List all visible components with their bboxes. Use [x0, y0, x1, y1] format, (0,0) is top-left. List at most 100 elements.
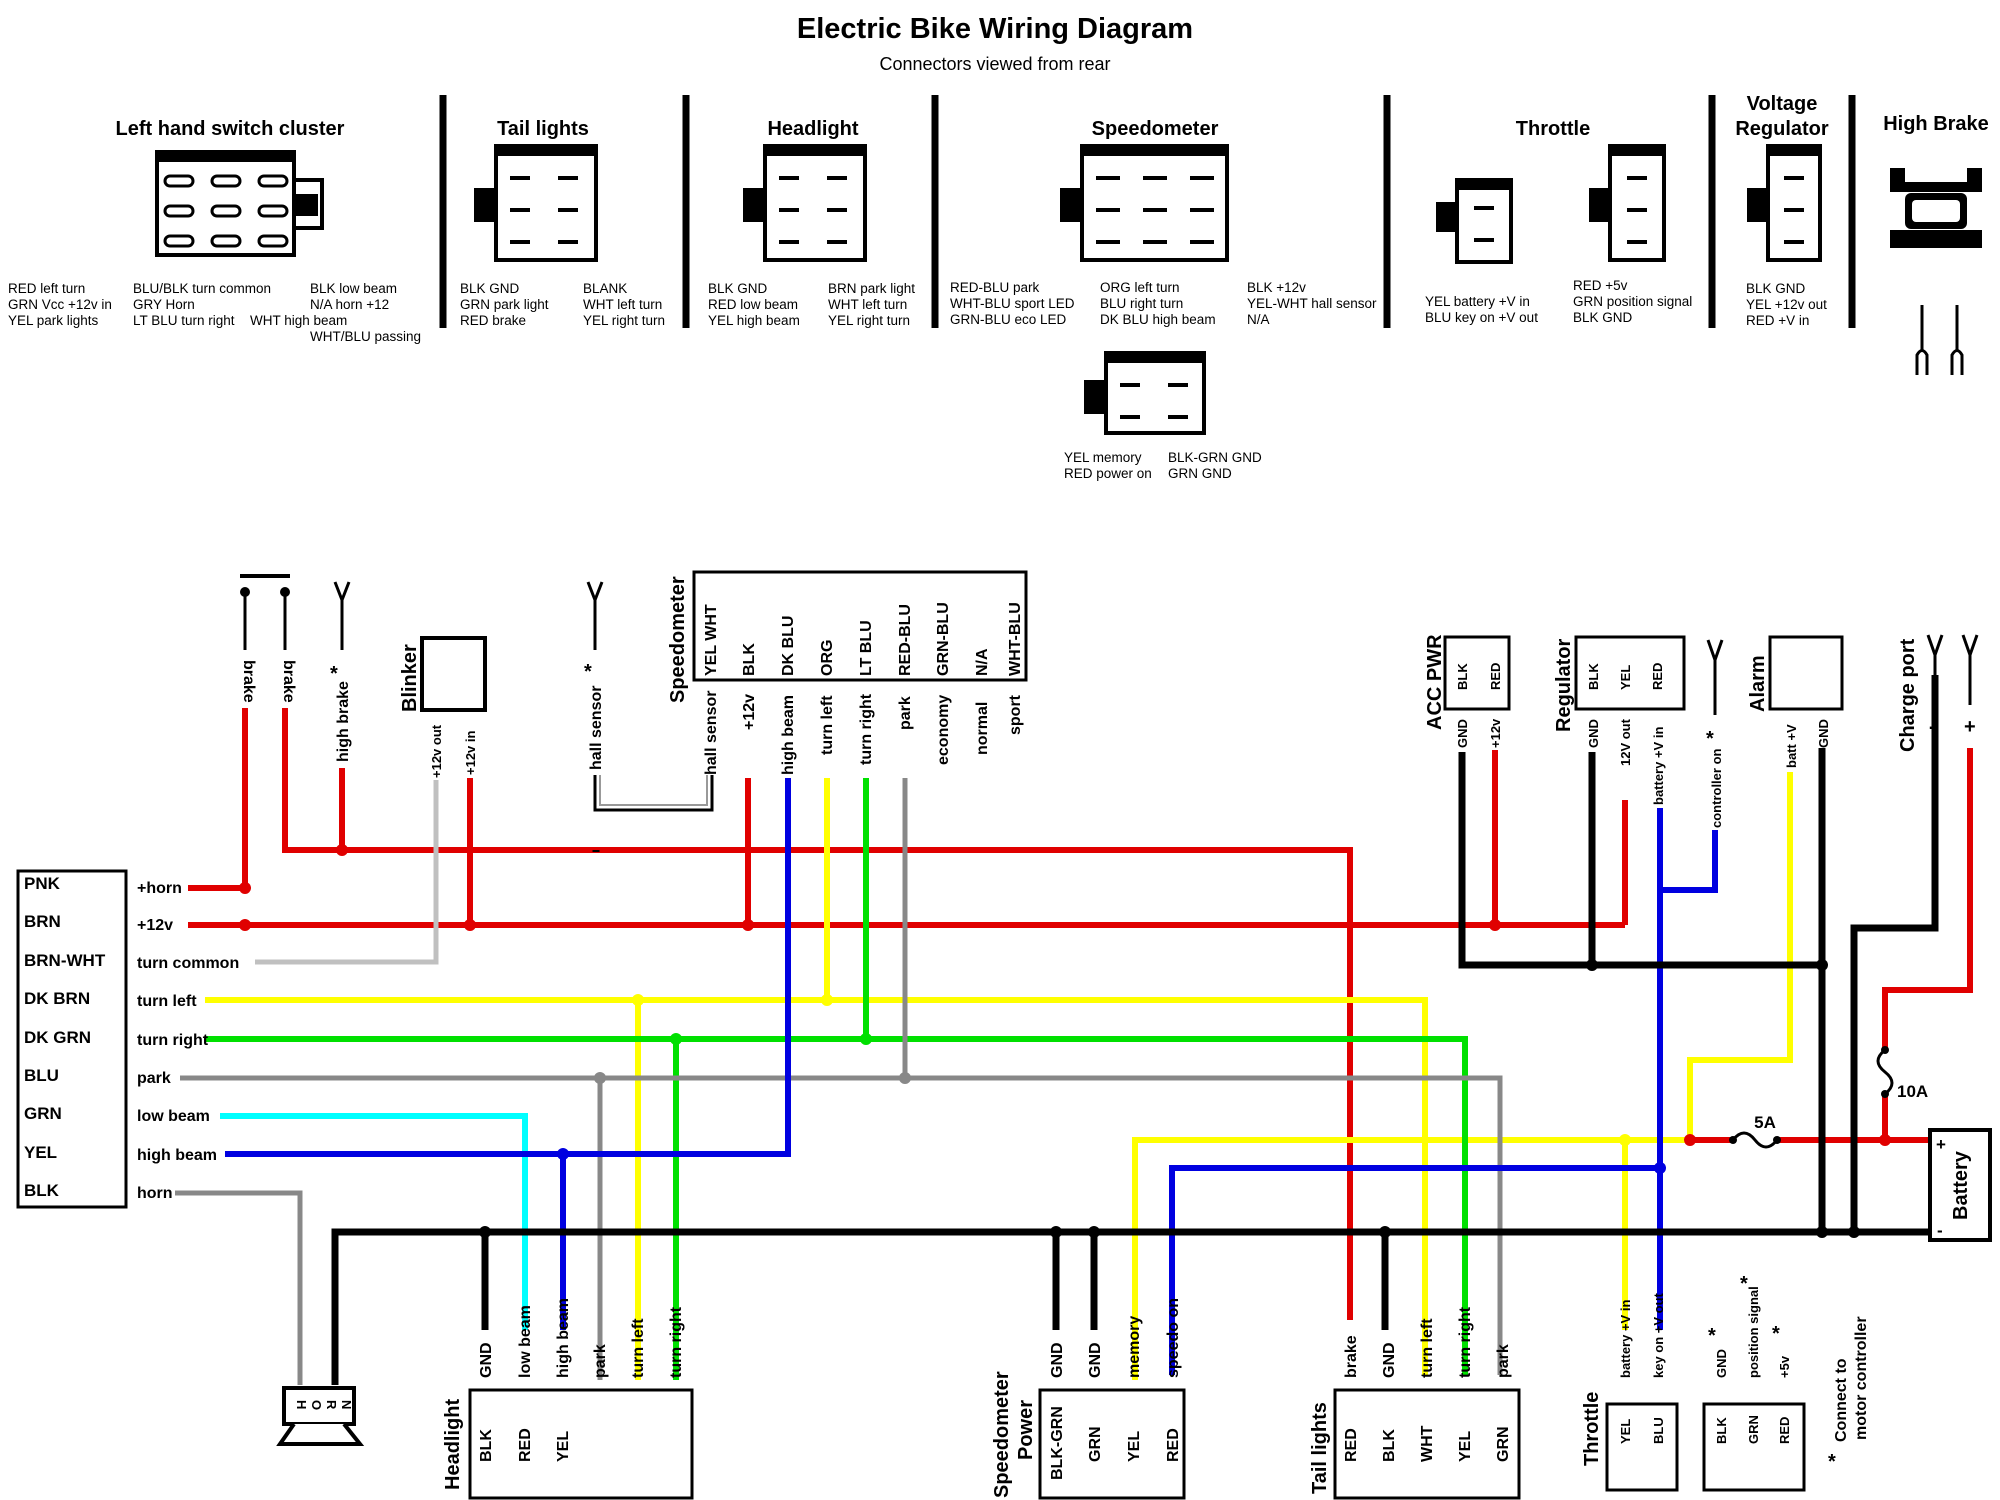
controller-pin: GRN: [1746, 1415, 1761, 1444]
pin-label: BRN park light: [828, 281, 915, 296]
pin-label: N/A horn +12: [310, 297, 389, 312]
headlight-label: low beam: [517, 1305, 534, 1378]
blinker-relay: Blinker +12v out +12v in: [399, 636, 487, 778]
battery-title: Battery: [1950, 1150, 1972, 1220]
headlight-pin: YEL: [555, 1431, 572, 1462]
charge-port-title: Charge port: [1897, 638, 1919, 752]
harness-function: turn right: [137, 1032, 209, 1049]
pin-label: BLU right turn: [1100, 296, 1183, 311]
harness-function: high beam: [137, 1147, 217, 1164]
speedo-function: +12v: [741, 694, 758, 730]
speedo-power-label: speedo on: [1165, 1298, 1182, 1378]
diagram-title: Electric Bike Wiring Diagram: [797, 13, 1193, 45]
tail-lights-label: turn right: [1457, 1306, 1474, 1378]
pin-label: WHT/BLU passing: [310, 329, 421, 344]
headlight-connector: Headlight BLK GND RED low beam YEL high …: [708, 118, 915, 328]
harness-color: BLK: [24, 1181, 60, 1200]
speedometer-block-title: Speedometer: [667, 576, 689, 703]
high-brake-title: High Brake: [1883, 113, 1989, 135]
acc-pwr-label: GND: [1455, 719, 1470, 748]
star-marker: *: [1740, 1273, 1748, 1295]
motor-controller-note: * Connect to motor controller: [1828, 1316, 1870, 1473]
fuse-10a: 10A: [1873, 1046, 1928, 1101]
tail-lights-connector: Tail lights BLK GND GRN park light RED b…: [460, 118, 665, 328]
pin-label: WHT left turn: [583, 297, 662, 312]
tail-lights-block: Tail lights RED BLK WHT YEL GRN brake GN…: [1309, 1306, 1521, 1500]
pin-label: WHT left turn: [828, 297, 907, 312]
harness-function: +12v: [137, 917, 173, 934]
horn-letter: H: [294, 1400, 309, 1409]
harness-function: low beam: [137, 1108, 210, 1125]
tail-lights-label: GND: [1381, 1342, 1398, 1378]
controller-on-label: controller on: [1709, 748, 1724, 828]
tail-lights-pin: WHT: [1419, 1425, 1436, 1462]
tail-lights-title: Tail lights: [497, 118, 589, 140]
speedo-function: normal: [974, 702, 991, 755]
harness-function: park: [137, 1070, 171, 1087]
regulator-label: GND: [1586, 719, 1601, 748]
blinker-pin: +12v in: [463, 730, 478, 775]
fuse-5a-label: 5A: [1754, 1113, 1776, 1132]
controller-label: +5v: [1777, 1355, 1792, 1378]
pin-label: GRN park light: [460, 297, 549, 312]
speedometer-power-connector: YEL memory RED power on BLK-GRN GND GRN …: [1064, 351, 1262, 481]
pin-label: DK BLU high beam: [1100, 312, 1216, 327]
pin-label: RED-BLU park: [950, 280, 1040, 295]
voltage-regulator-connector: Voltage Regulator BLK GND YEL +12v out R…: [1735, 93, 1829, 328]
regulator-pin: BLK: [1586, 663, 1601, 690]
pin-label: BLK GND: [1573, 310, 1633, 325]
pin-label: GRN position signal: [1573, 294, 1692, 309]
horn-letter: R: [324, 1400, 339, 1410]
tail-lights-block-title: Tail lights: [1309, 1402, 1331, 1494]
pin-label: LT BLU turn right: [133, 313, 235, 328]
harness-function: horn: [137, 1185, 173, 1202]
headlight-label: GND: [478, 1342, 495, 1378]
speedometer-block: Speedometer YEL WHT BLK DK BLU ORG LT BL…: [667, 570, 1028, 775]
pin-label: GRY Horn: [133, 297, 195, 312]
speedo-power-title: Speedometer: [991, 1371, 1013, 1498]
tail-lights-pin: BLK: [1381, 1429, 1398, 1462]
regulator-pin: YEL: [1618, 665, 1633, 690]
headlight-label: high beam: [555, 1298, 572, 1378]
speedo-function: sport: [1007, 694, 1024, 735]
switch-cluster-title: Left hand switch cluster: [116, 118, 345, 140]
star-marker: *: [584, 661, 592, 683]
speedometer-title: Speedometer: [1092, 118, 1219, 140]
controller-on-terminal: * controller on: [1706, 639, 1724, 828]
headlight-title: Headlight: [767, 118, 858, 140]
speedo-power-pin: BLK-GRN: [1049, 1406, 1066, 1480]
controller-label: position signal: [1746, 1286, 1761, 1378]
harness-function: turn left: [137, 993, 197, 1010]
regulator-title-line1: Voltage: [1747, 93, 1818, 115]
acc-pwr-block: ACC PWR BLK RED GND +12v: [1424, 634, 1511, 748]
horn-letter: N: [339, 1400, 354, 1409]
speedo-wire-color: N/A: [974, 648, 991, 676]
brake-switch-terminals: brake brake high brake * * hall sensor: [240, 574, 714, 812]
regulator-label: 12V out: [1618, 718, 1633, 766]
throttle-label: key on +V out: [1651, 1292, 1666, 1378]
main-harness-connector: PNK BRN BRN-WHT DK BRN DK GRN BLU GRN YE…: [16, 869, 239, 1209]
horn-letter: O: [309, 1400, 324, 1410]
junction-dots: [239, 844, 1891, 1238]
tail-lights-label: park: [1495, 1344, 1512, 1378]
harness-color: BRN-WHT: [24, 951, 106, 970]
pin-label: ORG left turn: [1100, 280, 1180, 295]
speedo-wire-color: DK BLU: [780, 616, 797, 676]
pin-label: YEL high beam: [708, 313, 800, 328]
diagram-subtitle: Connectors viewed from rear: [879, 54, 1110, 74]
alarm-block: Alarm batt +V GND: [1747, 635, 1844, 768]
brake-label: brake: [280, 660, 297, 703]
pin-label: RED brake: [460, 313, 526, 328]
pin-label: GRN Vcc +12v in: [8, 297, 112, 312]
horn: H O R N: [276, 1386, 365, 1446]
star-marker: *: [1828, 1451, 1836, 1473]
star-marker: *: [1772, 1323, 1780, 1345]
charge-port-minus: -: [1929, 716, 1936, 738]
battery-plus: +: [1936, 1135, 1946, 1154]
speedo-function: hall sensor: [703, 691, 720, 775]
pin-label: YEL memory: [1064, 450, 1142, 465]
alarm-title: Alarm: [1747, 655, 1769, 712]
pin-label: BLK GND: [708, 281, 768, 296]
harness-color: BLU: [24, 1066, 59, 1085]
